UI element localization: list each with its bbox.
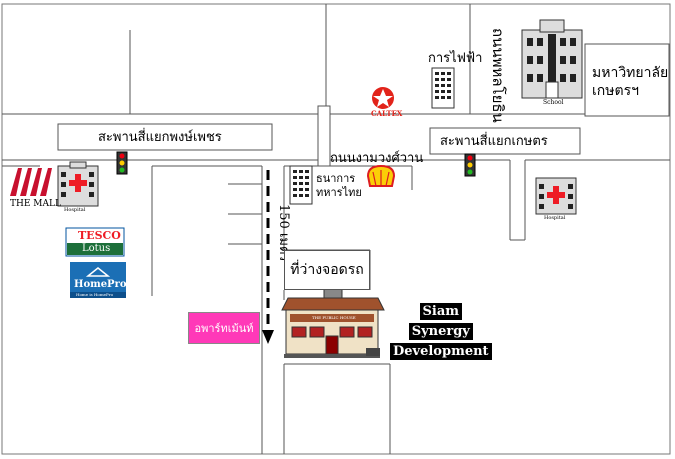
school-label: School bbox=[543, 99, 564, 106]
homepro-tag-label: Home is HomePro bbox=[76, 292, 113, 297]
university-label: มหาวิทยาลัย เกษตรฯ bbox=[592, 64, 668, 100]
school-building-icon bbox=[521, 19, 583, 99]
university-box bbox=[584, 43, 670, 117]
road-label-ngam-wong-wan: ถนนงามวงศ์วาน bbox=[330, 151, 424, 166]
shell-logo-icon bbox=[366, 164, 396, 187]
lotus-label: Lotus bbox=[82, 243, 111, 254]
the-mall-label: THE MALL bbox=[10, 199, 61, 209]
hospital-right-icon bbox=[535, 177, 577, 215]
hospital-left-icon bbox=[57, 161, 99, 207]
road-label-phahonyothin: ถนนพหลโยธิน bbox=[489, 28, 507, 123]
company-label: Siam Synergy Development bbox=[390, 300, 492, 360]
tesco-lotus-logo-icon bbox=[65, 227, 125, 257]
homepro-label: HomePro bbox=[74, 279, 127, 290]
caltex-label: CALTEX bbox=[371, 109, 403, 118]
company-line1: Siam bbox=[419, 303, 463, 320]
parking-label: ที่ว่างจอดรถ bbox=[284, 250, 370, 290]
company-line2: Synergy bbox=[408, 323, 473, 340]
university-label-line1: มหาวิทยาลัย bbox=[592, 65, 669, 81]
electricity-label: การไฟฟ้า bbox=[428, 51, 483, 66]
traffic-light-right-icon bbox=[464, 153, 476, 177]
public-house-label: THE PUBLIC HOUSE bbox=[312, 315, 356, 320]
tesco-label: TESCO bbox=[78, 229, 121, 242]
hospital-left-label: Hospital bbox=[64, 207, 86, 213]
university-label-line2: เกษตรฯ bbox=[592, 83, 639, 99]
bank-building-icon bbox=[289, 165, 313, 205]
road-label-kaset: สะพานสี่แยกเกษตร bbox=[440, 134, 548, 149]
homepro-logo-icon bbox=[70, 262, 126, 298]
apartment-label: อพาร์ทเม้นท์ bbox=[188, 312, 260, 344]
company-line3: Development bbox=[390, 343, 492, 360]
caltex-logo-icon bbox=[372, 87, 394, 109]
bank-label: ธนาการ ทหารไทย bbox=[316, 172, 362, 200]
hospital-right-label: Hospital bbox=[544, 215, 566, 221]
road-label-phong-phet: สะพานสี่แยกพงษ์เพชร bbox=[98, 130, 222, 145]
map-border bbox=[1, 3, 671, 455]
route-arrow-icon bbox=[262, 330, 274, 344]
public-house-building-icon bbox=[281, 287, 385, 358]
electricity-building-icon bbox=[431, 67, 455, 109]
traffic-light-left-icon bbox=[116, 151, 128, 175]
bank-label-line1: ธนาการ bbox=[316, 172, 356, 185]
road-lines bbox=[2, 4, 670, 454]
bank-label-line2: ทหารไทย bbox=[316, 186, 362, 199]
the-mall-logo-icon bbox=[10, 168, 52, 196]
